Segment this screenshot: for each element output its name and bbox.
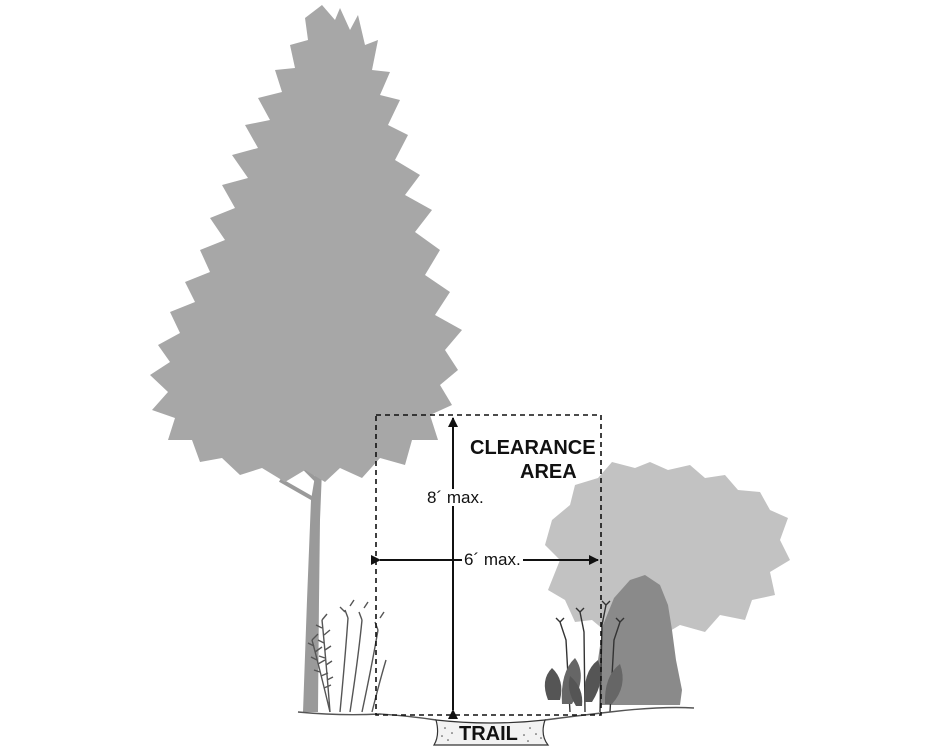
plant-icon — [544, 600, 625, 713]
fern-icon — [307, 599, 387, 713]
shrub-icon — [545, 462, 790, 640]
ground-line — [297, 706, 695, 721]
height-max-label: 8´ max. — [425, 488, 486, 507]
width-max-label: 6´ max. — [462, 550, 523, 569]
trail-gravel — [441, 727, 542, 742]
clearance-area-label-line2: AREA — [520, 461, 577, 483]
tree-foliage — [150, 5, 462, 482]
trail-bed — [432, 719, 550, 746]
clearance-area-box — [375, 414, 602, 716]
clearance-area-label: CLEARANCE — [470, 437, 596, 459]
tree-icon — [150, 5, 462, 712]
trail-label: TRAIL — [459, 723, 518, 745]
tree-trunk — [303, 470, 322, 712]
